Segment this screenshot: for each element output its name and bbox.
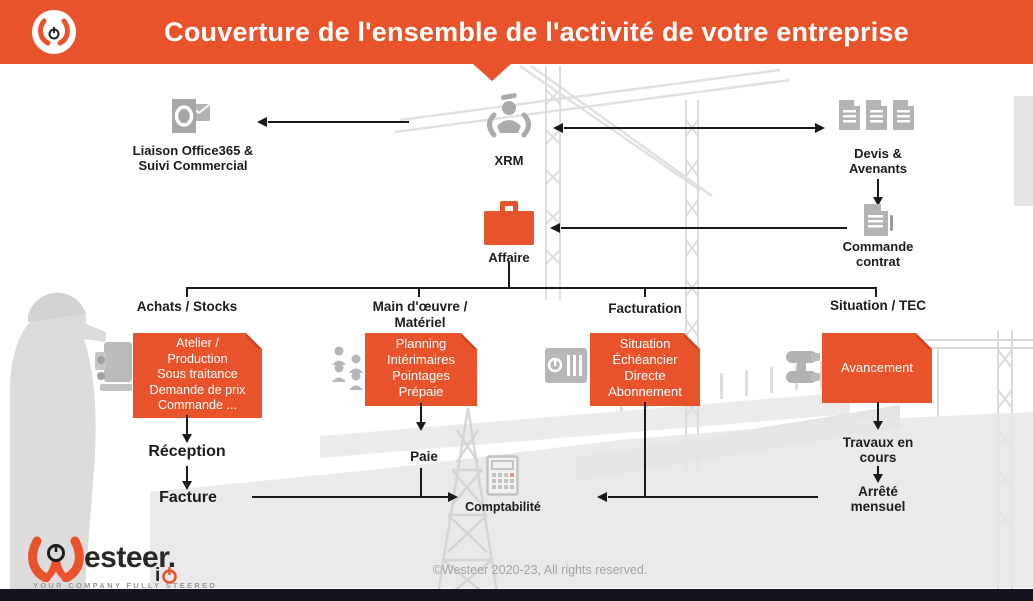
branch-label-situation-tec: Situation / TEC bbox=[830, 298, 926, 313]
connector-devis-commande bbox=[877, 179, 879, 200]
truck-icon bbox=[92, 338, 136, 396]
westeer-logo-badge-icon bbox=[32, 10, 76, 54]
header-banner: Couverture de l'ensemble de l'activité d… bbox=[0, 0, 1033, 64]
tree-trunk-line bbox=[508, 262, 510, 288]
connector-box1-reception bbox=[186, 415, 188, 436]
facture-label: Facture bbox=[159, 489, 217, 506]
connector-box3-down bbox=[644, 402, 646, 498]
westeer-tagline: YOUR COMPANY FULLY STEERED bbox=[33, 581, 218, 590]
arrowhead-left-icon bbox=[257, 117, 267, 127]
commande-label: Commande contrat bbox=[842, 239, 914, 269]
office365-label: Liaison Office365 & Suivi Commercial bbox=[132, 143, 254, 173]
arrowhead-left-icon bbox=[553, 123, 563, 133]
connector-commande-affaire bbox=[561, 227, 847, 229]
connector-box2-paie bbox=[420, 403, 422, 424]
connector-paie-comptabilite bbox=[420, 468, 422, 498]
arrowhead-down-icon bbox=[873, 197, 883, 206]
header-pointer-icon bbox=[473, 64, 511, 81]
branch-label-achats: Achats / Stocks bbox=[136, 299, 238, 314]
note-facturation: Situation Échéancier Directe Abonnement bbox=[590, 333, 700, 406]
note-situation-tec: Avancement bbox=[822, 333, 932, 403]
branch-label-facturation: Facturation bbox=[608, 301, 682, 316]
connector-arrete-comptabilite bbox=[608, 496, 818, 498]
tree-stub-facturation bbox=[644, 288, 646, 297]
xrm-label: XRM bbox=[494, 153, 524, 168]
branch-label-main-oeuvre: Main d'œuvre / Matériel bbox=[372, 299, 468, 330]
travaux-label: Travaux en cours bbox=[842, 435, 914, 465]
connector-xrm-to-office365 bbox=[268, 121, 409, 123]
note-main-oeuvre: Planning Intérimaires Pointages Prépaie bbox=[365, 333, 477, 406]
arrowhead-right-icon bbox=[815, 123, 825, 133]
tree-stub-achats bbox=[186, 288, 188, 297]
note-achats: Atelier / Production Sous traitance Dema… bbox=[133, 333, 262, 418]
arrowhead-left-icon bbox=[550, 223, 560, 233]
binoculars-icon bbox=[784, 347, 820, 387]
outlook-icon bbox=[168, 96, 214, 140]
paie-label: Paie bbox=[410, 449, 438, 464]
arrowhead-down-icon bbox=[182, 434, 192, 443]
affaire-label: Affaire bbox=[488, 250, 530, 265]
calculator-icon bbox=[486, 455, 519, 496]
arrowhead-down-icon bbox=[873, 421, 883, 430]
connector-box4-travaux bbox=[877, 402, 879, 423]
bottom-dark-bar bbox=[0, 589, 1033, 601]
invoice-icon bbox=[544, 347, 588, 384]
xrm-person-icon bbox=[481, 92, 537, 150]
arrete-label: Arrêté mensuel bbox=[850, 484, 906, 514]
signed-document-icon bbox=[862, 203, 894, 237]
documents-stack-icon bbox=[838, 99, 916, 131]
westeer-w-logo-icon bbox=[27, 536, 85, 583]
tree-stub-situation bbox=[875, 288, 877, 297]
tree-stub-main-oeuvre bbox=[418, 288, 420, 297]
arrowhead-down-icon bbox=[873, 474, 883, 483]
team-icon bbox=[330, 344, 368, 390]
arrowhead-left-icon bbox=[597, 492, 607, 502]
copyright-text: ©Westeer 2020-23, All rights reserved. bbox=[432, 563, 648, 577]
briefcase-icon bbox=[483, 199, 535, 247]
tree-horizontal-line bbox=[186, 287, 877, 289]
connector-xrm-devis bbox=[564, 127, 815, 129]
arrowhead-down-icon bbox=[416, 422, 426, 431]
reception-label: Réception bbox=[148, 443, 226, 460]
slide-title: Couverture de l'ensemble de l'activité d… bbox=[164, 16, 909, 47]
devis-label: Devis & Avenants bbox=[848, 146, 908, 176]
comptabilite-label: Comptabilité bbox=[465, 500, 541, 514]
